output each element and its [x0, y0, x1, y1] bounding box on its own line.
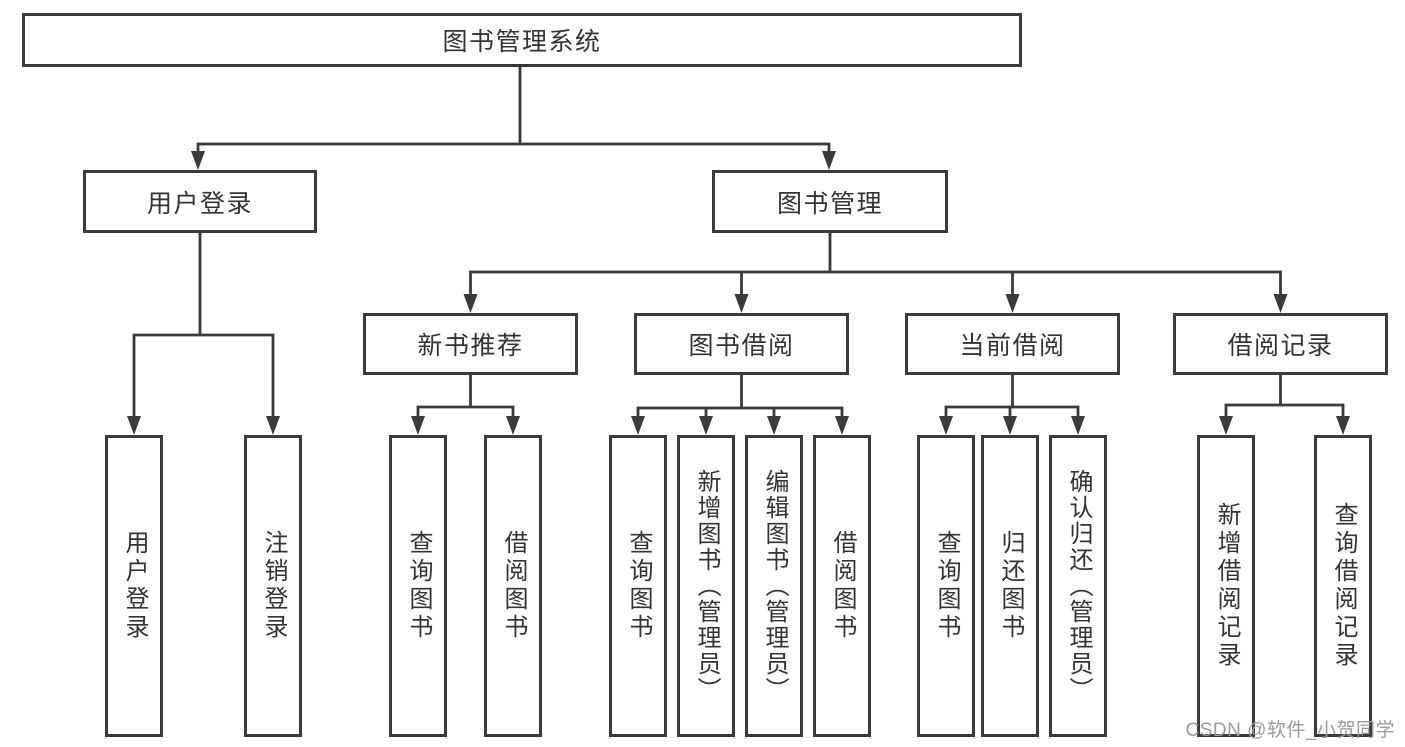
leaf-user-login: 用户登录: [105, 435, 163, 737]
connector-user-login-to-leaves: [132, 231, 275, 422]
leaf-current-return-book-label: 归还图书: [997, 530, 1024, 642]
group-book-borrowing: 图书借阅: [634, 313, 849, 375]
leaf-borrowing-add-book-admin: 新增图书（管理员）: [677, 435, 735, 737]
leaf-recommend-query-book: 查询图书: [389, 435, 447, 737]
leaf-borrowing-borrow-book-label: 借阅图书: [829, 530, 856, 642]
leaf-borrowing-query-book: 查询图书: [609, 435, 667, 737]
leaf-current-confirm-return-admin: 确认归还（管理员）: [1049, 435, 1107, 737]
leaf-borrowing-query-book-label: 查询图书: [625, 530, 652, 642]
leaf-records-query-record: 查询借阅记录: [1314, 435, 1372, 737]
leaf-current-return-book: 归还图书: [981, 435, 1039, 737]
connector-book-mgmt-to-groups: [469, 231, 1282, 299]
leaf-recommend-borrow-book: 借阅图书: [484, 435, 542, 737]
leaf-current-confirm-return-admin-label: 确认归还（管理员）: [1065, 469, 1092, 703]
connector-root-to-branches: [196, 65, 831, 155]
leaf-current-query-book: 查询图书: [917, 435, 975, 737]
leaf-records-query-record-label: 查询借阅记录: [1330, 502, 1357, 670]
leaf-recommend-borrow-book-label: 借阅图书: [500, 530, 527, 642]
csdn-watermark: CSDN @软件_小贺同学: [1185, 720, 1395, 741]
leaf-records-add-record-label: 新增借阅记录: [1213, 502, 1240, 670]
leaf-logout-login-label: 注销登录: [260, 530, 287, 642]
leaf-borrowing-borrow-book: 借阅图书: [813, 435, 871, 737]
leaf-user-login-label: 用户登录: [121, 530, 148, 642]
leaf-records-add-record: 新增借阅记录: [1197, 435, 1255, 737]
group-current-borrowing-label: 当前借阅: [959, 332, 1066, 360]
group-new-book-recommend: 新书推荐: [363, 313, 578, 375]
leaf-borrowing-edit-book-admin: 编辑图书（管理员）: [745, 435, 803, 737]
branch-book-management: 图书管理: [712, 170, 948, 233]
group-current-borrowing: 当前借阅: [905, 313, 1120, 375]
leaf-logout-login: 注销登录: [244, 435, 302, 737]
leaf-borrowing-edit-book-admin-label: 编辑图书（管理员）: [761, 469, 788, 703]
root-node-label: 图书管理系统: [442, 28, 602, 56]
leaf-recommend-query-book-label: 查询图书: [405, 530, 432, 642]
branch-book-management-label: 图书管理: [776, 189, 883, 218]
root-node-library-system: 图书管理系统: [22, 13, 1022, 67]
group-borrow-records-label: 借阅记录: [1227, 332, 1334, 360]
leaf-borrowing-add-book-admin-label: 新增图书（管理员）: [693, 469, 720, 703]
leaf-current-query-book-label: 查询图书: [933, 530, 960, 642]
group-book-borrowing-label: 图书借阅: [688, 332, 795, 360]
connector-groups-to-leaves: [416, 373, 1345, 422]
group-new-book-recommend-label: 新书推荐: [417, 332, 524, 360]
branch-user-login-label: 用户登录: [146, 189, 253, 218]
branch-user-login: 用户登录: [83, 170, 317, 233]
group-borrow-records: 借阅记录: [1173, 313, 1388, 375]
